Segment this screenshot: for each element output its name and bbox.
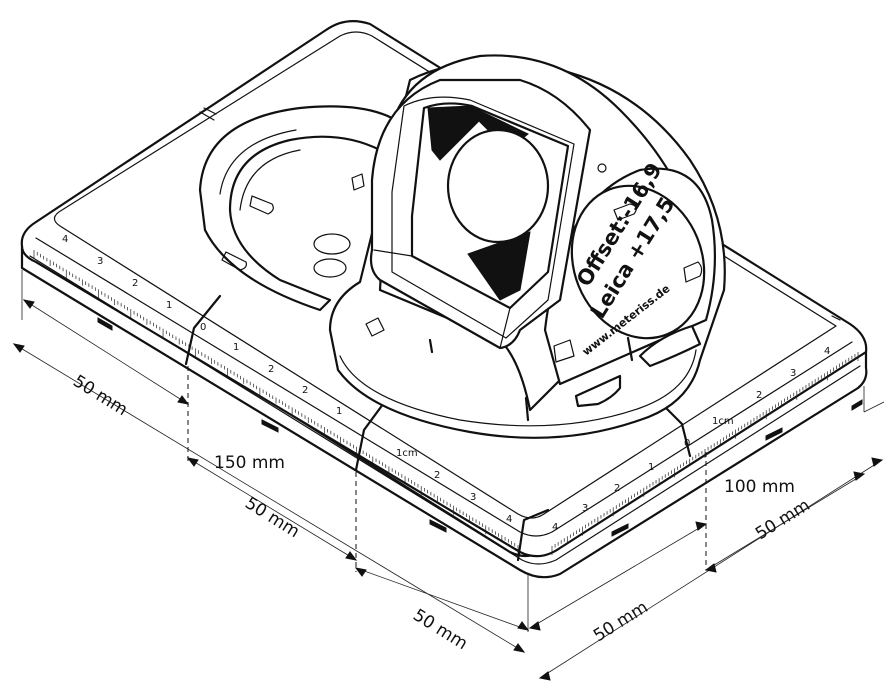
- dimension-label: 50 mm: [69, 371, 131, 420]
- ruler-mark: 1: [233, 342, 239, 353]
- dimension-label: 50 mm: [590, 597, 652, 646]
- ruler-ticks-right: [551, 352, 859, 555]
- ruler-numbers-left: 4 3 2 1 0 1 2 2 1 1cm 2 3 4: [62, 234, 512, 525]
- ruler-mark: 1cm: [396, 448, 418, 459]
- circular-recess: [198, 105, 394, 312]
- ruler-mark: 4: [552, 522, 558, 533]
- dimension-label: 100 mm: [724, 477, 795, 497]
- ruler-mark: 1: [336, 406, 342, 417]
- dimension-label: 50 mm: [241, 493, 303, 542]
- ruler-mark: 2: [268, 364, 274, 375]
- ruler-mark: 3: [470, 492, 476, 503]
- ruler-mark: 0: [200, 322, 206, 333]
- ruler-mark: 2: [302, 385, 308, 396]
- ruler-mark: 2: [756, 390, 762, 401]
- dimension-lines: [12, 270, 885, 681]
- ruler-mark: 3: [790, 368, 796, 379]
- ruler-mark: 4: [824, 346, 830, 357]
- ruler-mark: 1: [166, 300, 172, 311]
- ruler-mark: 4: [506, 514, 512, 525]
- ruler-mark: 1: [648, 462, 654, 473]
- ruler-mark: 2: [614, 483, 620, 494]
- ruler-mark: 3: [97, 256, 103, 267]
- ruler-mark: 1cm: [712, 416, 734, 427]
- device-housing: [328, 54, 726, 439]
- dimension-label: 50 mm: [752, 495, 814, 544]
- ruler-mark: 2: [132, 278, 138, 289]
- dimension-label: 150 mm: [214, 453, 285, 473]
- ruler-mark: 4: [62, 234, 68, 245]
- ruler-mark: 3: [582, 503, 588, 514]
- dimension-label: 50 mm: [409, 605, 471, 654]
- ruler-mark: 2: [434, 470, 440, 481]
